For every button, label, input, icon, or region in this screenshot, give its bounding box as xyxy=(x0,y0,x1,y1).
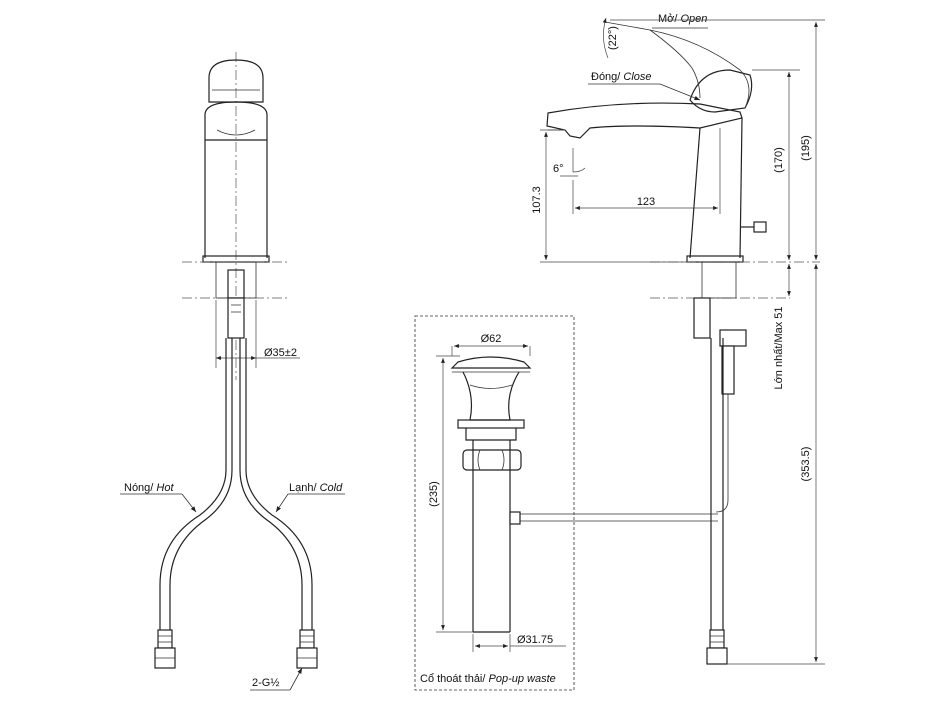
popup-waste-view: Ø62 (235) Ø31.75 Cổ thoát thải/ Pop-up w… xyxy=(414,315,575,691)
height-107-label: 107.3 xyxy=(531,186,543,214)
hot-vi: Nóng/ xyxy=(124,482,156,494)
diameter-3175-label: Ø31.75 xyxy=(517,634,553,646)
hot-en: Hot xyxy=(156,482,174,494)
cold-vi: Lạnh/ xyxy=(289,482,320,494)
popup-waste-caption: Cổ thoát thải/ Pop-up waste xyxy=(420,673,556,685)
waste-vi: Cổ thoát thải/ xyxy=(420,673,489,685)
angle-22-label: (22°) xyxy=(607,26,619,50)
open-vi: Mở/ xyxy=(658,13,681,25)
diameter-35-label: Ø35±2 xyxy=(264,347,297,359)
length-123-label: 123 xyxy=(637,196,655,208)
height-353-label: (353.5) xyxy=(800,447,812,482)
side-view: Mở/ Open Đóng/ Close (22°) 6° 107.3 123 … xyxy=(520,13,825,665)
max-51-label: Lớn nhất/Max 51 xyxy=(773,306,785,389)
cold-label: Lạnh/ Cold xyxy=(289,482,343,494)
waste-en: Pop-up waste xyxy=(489,673,556,685)
diameter-62-label: Ø62 xyxy=(481,333,502,345)
height-235-label: (235) xyxy=(428,481,440,507)
cold-en: Cold xyxy=(320,482,344,494)
thread-label: 2-G½ xyxy=(252,677,280,689)
height-170-label: (170) xyxy=(773,147,785,173)
popup-waste-frame xyxy=(414,315,575,691)
angle-6-label: 6° xyxy=(553,163,564,175)
front-view: Ø35±2 Nóng/ Hot Lạnh/ Cold 2-G½ xyxy=(120,52,345,691)
open-en: Open xyxy=(681,13,708,25)
open-label: Mở/ Open xyxy=(658,13,707,25)
height-195-label: (195) xyxy=(800,135,812,161)
close-vi: Đóng/ xyxy=(591,71,623,83)
close-label: Đóng/ Close xyxy=(591,71,652,83)
close-en: Close xyxy=(623,71,651,83)
hot-label: Nóng/ Hot xyxy=(124,482,174,494)
